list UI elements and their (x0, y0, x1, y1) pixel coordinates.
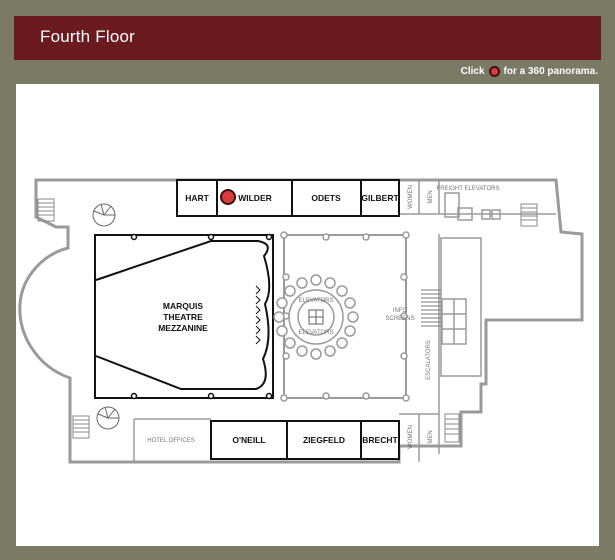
top-rooms (176, 179, 400, 217)
room-oneill[interactable]: O'NEILL (232, 435, 265, 445)
marquis-label-2: THEATRE (163, 312, 203, 322)
hint-text-after: for a 360 panorama. (503, 65, 598, 77)
freight-elevators-label: FREIGHT ELEVATORS (437, 186, 500, 192)
marquis-theatre (94, 233, 274, 400)
escalators-label: ESCALATORS (426, 340, 432, 380)
bottom-rooms (210, 420, 400, 460)
elevator-lobby (273, 231, 410, 402)
page-title: Fourth Floor (40, 27, 135, 46)
floor-plan-panel: HART WILDER ODETS GILBERT MARQUIS THEATR… (16, 84, 599, 546)
page-header: Fourth Floor (14, 16, 601, 60)
women-top-label: WOMEN (408, 185, 414, 209)
floor-plan-map: HART WILDER ODETS GILBERT MARQUIS THEATR… (18, 178, 584, 464)
hint-text-before: Click (460, 65, 485, 77)
elevator-icon (308, 309, 324, 325)
elevators-label-top: ELEVATORS (298, 298, 333, 304)
room-wilder[interactable]: WILDER (238, 193, 272, 203)
men-top-label: MEN (428, 190, 434, 203)
room-brecht[interactable]: BRECHT (362, 435, 398, 445)
room-gilbert[interactable]: GILBERT (361, 193, 399, 203)
info-screens-label-1: INFO (393, 308, 408, 314)
men-bottom-label: MEN (428, 430, 434, 443)
panorama-marker-icon[interactable] (220, 189, 236, 205)
room-hart[interactable]: HART (185, 193, 209, 203)
panorama-marker-icon (488, 65, 500, 77)
hotel-offices-label: HOTEL OFFICES (147, 438, 194, 444)
elevators-label-bottom: ELEVATORS (298, 330, 333, 336)
escalators-icon (421, 289, 441, 327)
info-screens-label-2: SCREENS (385, 316, 414, 322)
panorama-hint: Click for a 360 panorama. (461, 63, 598, 79)
outer-walls (18, 178, 584, 464)
inner-walls (133, 180, 556, 462)
marquis-label-1: MARQUIS (163, 301, 203, 311)
women-bottom-label: WOMEN (408, 425, 414, 449)
room-odets[interactable]: ODETS (311, 193, 341, 203)
marquis-label-3: MEZZANINE (158, 323, 208, 333)
stairs-icon (37, 198, 538, 443)
room-ziegfeld[interactable]: ZIEGFELD (303, 435, 345, 445)
